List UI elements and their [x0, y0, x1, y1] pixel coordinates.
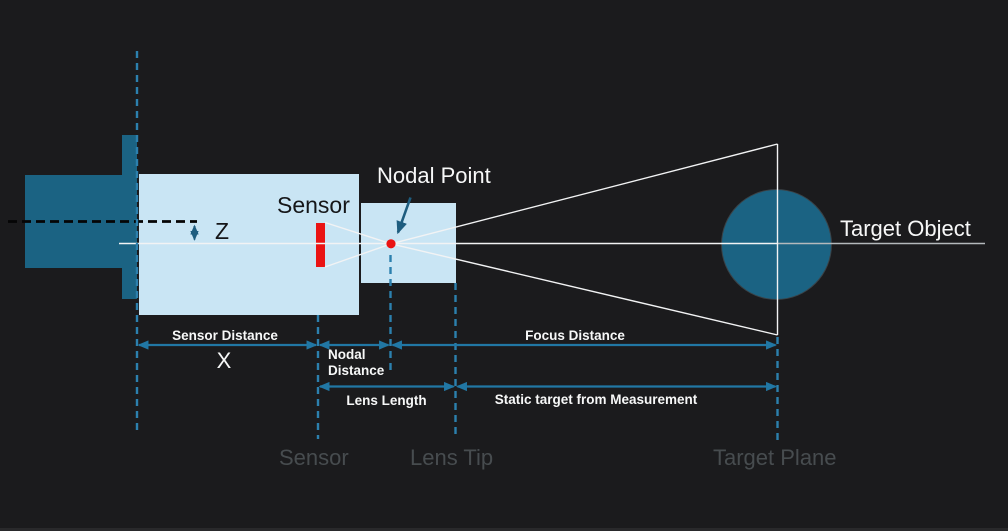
target-object-label: Target Object: [840, 216, 971, 241]
lens-tip-plane-label: Lens Tip: [410, 445, 494, 470]
camera-back-block: [25, 175, 122, 268]
sensor-plane-label: Sensor: [279, 445, 349, 470]
nodal-point-label: Nodal Point: [377, 163, 491, 188]
nodal-distance-label: Nodal Distance: [328, 347, 384, 378]
sensor-distance-label: Sensor Distance: [172, 328, 278, 343]
sensor-label: Sensor: [277, 192, 350, 218]
nodal-distance-label-line2: Distance: [328, 362, 385, 378]
sensor-distance-variable: X: [216, 347, 232, 373]
lens-body-rect: [361, 203, 456, 283]
lens-length-label: Lens Length: [346, 392, 427, 408]
z-offset-label: Z: [215, 218, 230, 244]
camera-mount-flange: [122, 135, 137, 299]
target-plane-label: Target Plane: [713, 445, 837, 470]
nodal-distance-label-line1: Nodal: [328, 347, 366, 362]
bottom-window-edge: [0, 528, 1008, 531]
target-object-circle: [722, 190, 831, 299]
focus-distance-label: Focus Distance: [525, 327, 625, 343]
sensor-bar: [315, 222, 325, 267]
static-target-label: Static target from Measurement: [494, 391, 698, 407]
